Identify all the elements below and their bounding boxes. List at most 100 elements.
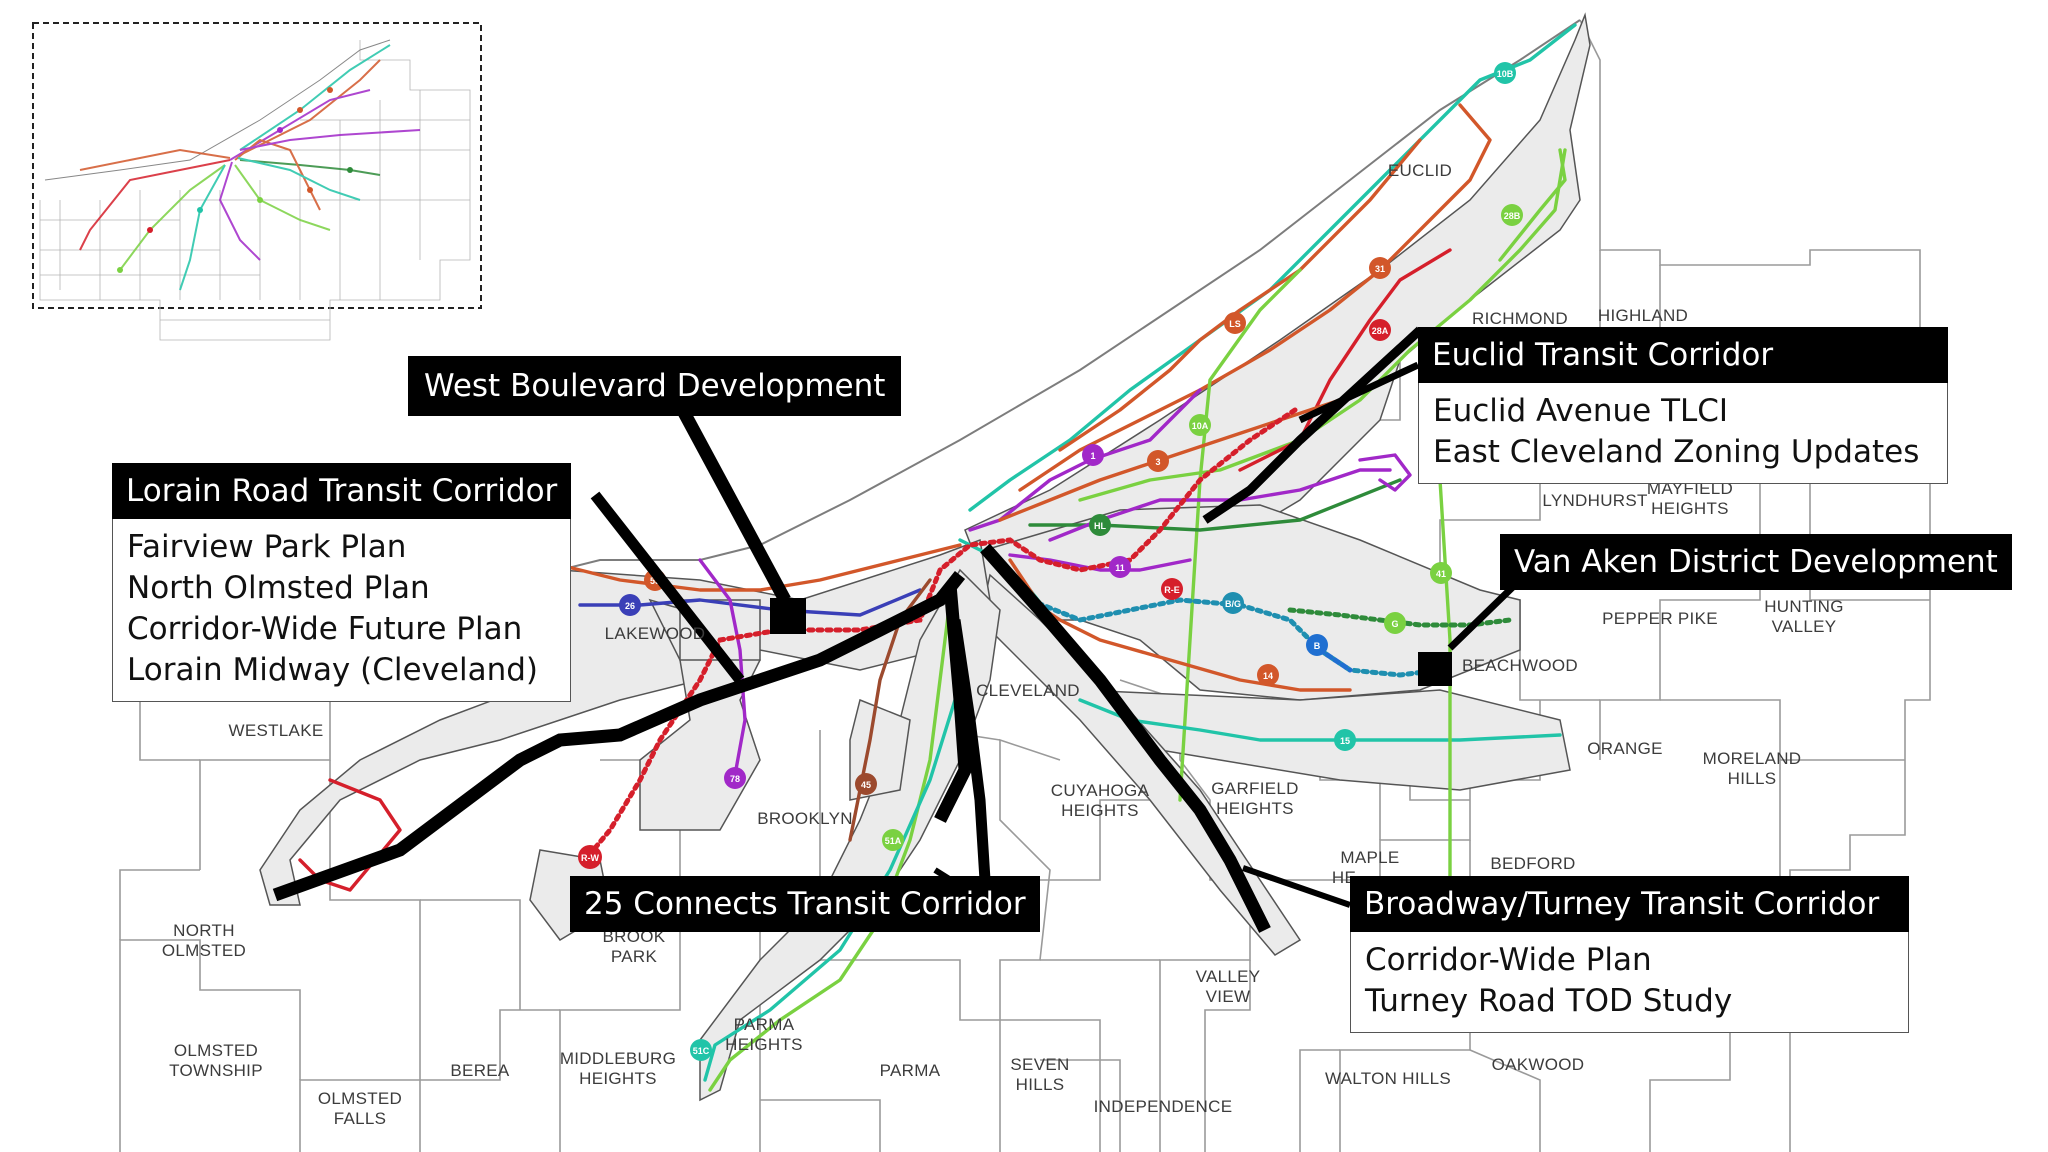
route-badge-45: 45	[855, 773, 877, 795]
route-badge-b: B	[1306, 634, 1328, 656]
place-olmsted-falls-1: OLMSTED	[318, 1089, 402, 1108]
euclid-corridor-line	[1202, 326, 1424, 524]
place-hunting-2: VALLEY	[1772, 617, 1837, 636]
route-3-line	[998, 398, 1342, 522]
callout-broadway-items: Corridor-Wide Plan Turney Road TOD Study	[1350, 932, 1910, 1033]
route-78-line	[698, 558, 747, 777]
route-badge-41: 41	[1430, 562, 1452, 584]
route-badge-g: G	[1384, 612, 1406, 634]
callout-euclid-items: Euclid Avenue TLCI East Cleveland Zoning…	[1418, 383, 1949, 484]
place-lyndhurst: LYNDHURST	[1542, 491, 1647, 510]
route-badge-ls-label: LS	[1229, 319, 1241, 329]
broadway-leader	[1242, 865, 1351, 908]
callout-van-aken-title: Van Aken District Development	[1500, 534, 2012, 590]
twenty-five-corridor-line-2	[949, 619, 991, 881]
place-north-olmsted-2: OLMSTED	[162, 941, 246, 960]
callout-lorain-item: Fairview Park Plan	[127, 529, 407, 565]
place-lakewood: LAKEWOOD	[605, 624, 706, 643]
place-beachwood: BEACHWOOD	[1462, 656, 1578, 675]
route-badge-rw: R-W	[578, 845, 602, 869]
callout-euclid-item: East Cleveland Zoning Updates	[1433, 434, 1920, 470]
route-badge-28a-label: 28A	[1372, 326, 1389, 336]
route-badge-31: 31	[1369, 257, 1391, 279]
route-badge-1: 1	[1082, 444, 1104, 466]
inset-stop-dots	[117, 87, 353, 273]
place-oakwood: OAKWOOD	[1492, 1055, 1585, 1074]
place-hunting-1: HUNTING	[1764, 597, 1844, 616]
route-badge-re-label: R-E	[1164, 585, 1180, 595]
callout-west-boulevard-title: West Boulevard Development	[408, 356, 902, 416]
route-badge-10a: 10A	[1189, 414, 1211, 436]
place-middleburg-1: MIDDLEBURG	[560, 1049, 676, 1068]
place-brooklyn: BROOKLYN	[757, 809, 853, 828]
place-bedford: BEDFORD	[1490, 854, 1575, 873]
place-mayfield-2: HEIGHTS	[1651, 499, 1729, 518]
place-highland: HIGHLAND	[1598, 306, 1688, 325]
west-boulevard-leader	[674, 401, 791, 604]
place-garfield-2: HEIGHTS	[1216, 799, 1294, 818]
route-badge-b-label: B	[1314, 641, 1321, 651]
callout-van-aken: Van Aken District Development	[1500, 534, 2012, 590]
corridor-leader-lines	[272, 326, 1523, 933]
route-10b-line	[968, 23, 1577, 512]
place-cuyahoga-2: HEIGHTS	[1061, 801, 1139, 820]
callout-lorain: Lorain Road Transit Corridor Fairview Pa…	[112, 463, 572, 702]
route-purple-loop-line	[1358, 453, 1412, 492]
route-28b-line	[1078, 148, 1567, 502]
route-badge-11: 11	[1109, 556, 1131, 578]
route-badge-10b: 10B	[1494, 62, 1516, 84]
overview-inset-map	[32, 22, 482, 341]
place-moreland-1: MORELAND	[1703, 749, 1802, 768]
route-badge-bg-label: B/G	[1225, 599, 1241, 609]
route-badge-78: 78	[724, 767, 746, 789]
callout-broadway-title: Broadway/Turney Transit Corridor	[1350, 876, 1910, 932]
route-10a-line	[1178, 268, 1302, 802]
route-1-line	[968, 388, 1202, 532]
place-olmsted-twp-1: OLMSTED	[174, 1041, 258, 1060]
route-badge-g-label: G	[1391, 619, 1398, 629]
route-badge-ls: LS	[1224, 312, 1246, 334]
rail-red-line	[582, 407, 1298, 863]
place-maple-2: HE	[1332, 868, 1356, 887]
callout-lorain-items: Fairview Park Plan North Olmsted Plan Co…	[112, 519, 572, 702]
route-badge-rw-label: R-W	[581, 853, 599, 863]
van-aken-marker	[1418, 652, 1452, 686]
route-badge-hl: HL	[1089, 514, 1111, 536]
route-badge-45-label: 45	[861, 780, 871, 790]
place-parma-heights-1: PARMA	[734, 1015, 795, 1034]
route-green-north-line	[1498, 148, 1567, 262]
route-hl-line	[1028, 478, 1402, 532]
place-cleveland: CLEVELAND	[976, 681, 1080, 700]
lorain-leader	[590, 491, 745, 684]
place-valley-view-2: VIEW	[1206, 987, 1251, 1006]
callout-broadway-item: Turney Road TOD Study	[1365, 983, 1733, 1019]
route-badge-41-label: 41	[1436, 569, 1446, 579]
place-independence: INDEPENDENCE	[1094, 1097, 1233, 1116]
callout-lorain-item: Lorain Midway (Cleveland)	[127, 652, 539, 688]
route-badge-14-label: 14	[1263, 671, 1273, 681]
route-14-line	[1028, 598, 1352, 692]
route-badge-14: 14	[1257, 664, 1279, 686]
route-badge-bg: B/G	[1222, 592, 1244, 614]
place-olmsted-falls-2: FALLS	[334, 1109, 387, 1128]
route-badge-28a: 28A	[1369, 319, 1391, 341]
route-31-line	[1018, 103, 1492, 492]
place-orange: ORANGE	[1587, 739, 1662, 758]
place-seven-hills-2: HILLS	[1016, 1075, 1065, 1094]
callout-euclid-title: Euclid Transit Corridor	[1418, 327, 1949, 383]
route-badge-15-label: 15	[1340, 736, 1350, 746]
route-badge-31-label: 31	[1375, 264, 1385, 274]
place-westlake: WESTLAKE	[229, 721, 324, 740]
route-55-line	[538, 543, 962, 592]
route-51c-line	[703, 698, 957, 1082]
callout-broadway-item: Corridor-Wide Plan	[1365, 942, 1652, 978]
route-badge-10a-label: 10A	[1192, 421, 1209, 431]
place-garfield-1: GARFIELD	[1211, 779, 1298, 798]
route-badge-hl-label: HL	[1094, 521, 1106, 531]
route-badge-26-label: 26	[625, 601, 635, 611]
callout-twenty-five-title: 25 Connects Transit Corridor	[570, 876, 1040, 932]
route-badge-1-label: 1	[1090, 451, 1095, 461]
callout-euclid-item: Euclid Avenue TLCI	[1433, 393, 1729, 429]
van-aken-leader	[1447, 577, 1523, 651]
